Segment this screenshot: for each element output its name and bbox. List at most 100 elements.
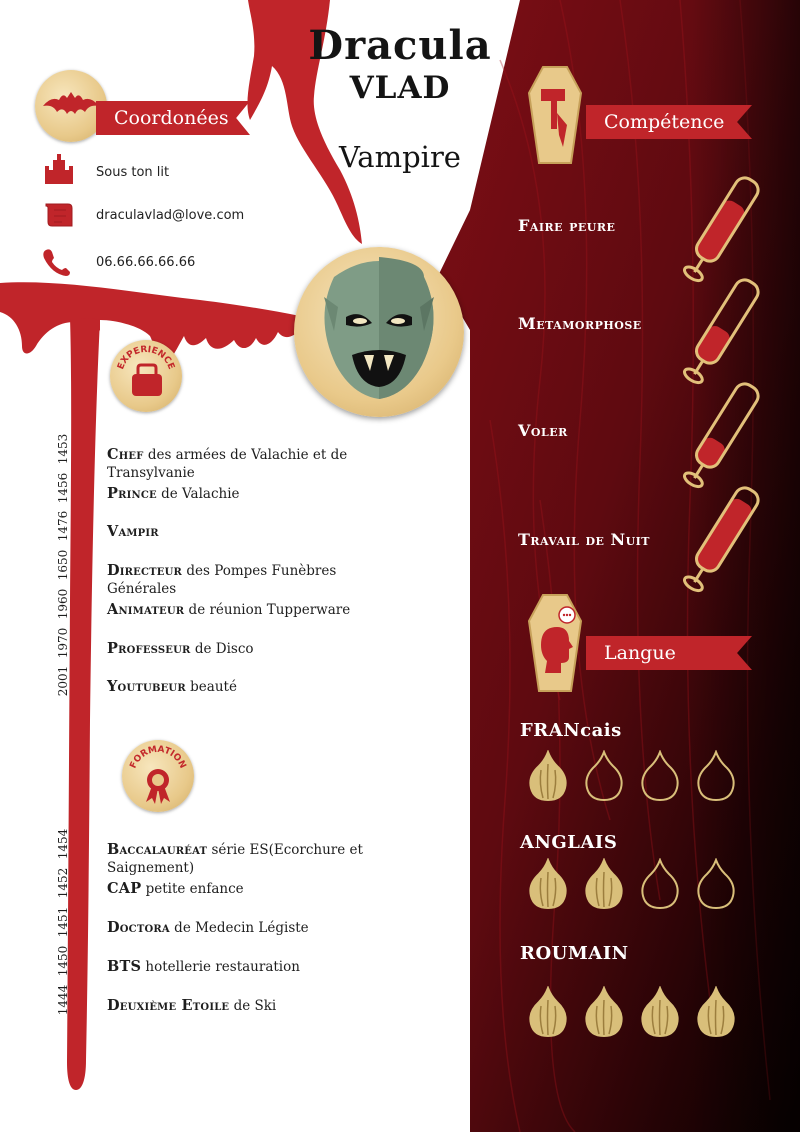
blood-band: [0, 282, 300, 364]
experience-item: Youtubeur beauté: [107, 678, 367, 696]
castle-icon: [42, 152, 76, 186]
blood-drip-vertical: [67, 318, 100, 1090]
garlic-filled-icon: [585, 858, 623, 910]
education-item-title: CAP: [107, 880, 142, 897]
education-item: BTS hotellerie restauration: [107, 958, 367, 976]
experience-item-title: Youtubeur: [107, 678, 186, 696]
experience-item: Chef des armées de Valachie et de Transy…: [107, 446, 367, 482]
experience-item-title: Prince: [107, 484, 157, 502]
experience-item-title: Directeur: [107, 562, 183, 580]
skill-label: Metamorphose: [518, 314, 642, 333]
experience-item-year: 2001: [56, 665, 70, 697]
skill-vial: [672, 478, 772, 593]
job-title: Vampire: [339, 140, 461, 174]
education-item: Doctora de Medecin Légiste: [107, 919, 367, 937]
experience-item-title: Professeur: [107, 639, 191, 657]
skill-vial: [672, 270, 772, 385]
vial-icon: [682, 176, 760, 283]
briefcase-icon: [132, 363, 162, 396]
language-label: FRANcais: [520, 720, 622, 741]
languages-coffin-icon: [527, 593, 583, 693]
contact-email[interactable]: draculavlad@love.com: [96, 208, 245, 223]
language-level: [527, 750, 737, 802]
education-item-title: Deuxième Etoile: [107, 997, 230, 1014]
bat-icon: [43, 92, 99, 114]
speaking-head-icon: [541, 606, 576, 673]
experience-item: Animateur de réunion Tupperware: [107, 601, 367, 619]
vial-icon: [682, 278, 760, 385]
vial-level: [695, 498, 752, 572]
experience-heading: EXPERIENCE: [116, 345, 176, 371]
experience-item: Vampir: [107, 523, 367, 541]
education-item-description: de Ski: [233, 998, 277, 1014]
garlic-empty-icon: [641, 750, 679, 802]
experience-item-description: des armées de Valachie et de Transylvani…: [107, 447, 348, 481]
contact-phone[interactable]: 06.66.66.66.66: [96, 255, 196, 270]
contact-heading: Coordonées: [114, 107, 229, 129]
rosette-icon: [146, 769, 170, 804]
garlic-empty-icon: [697, 750, 735, 802]
svg-text:FORMATION: FORMATION: [128, 745, 187, 770]
skills-coffin-icon: [527, 65, 583, 165]
education-item-title: Doctora: [107, 919, 170, 936]
language-level: [527, 858, 737, 910]
experience-item-title: Animateur: [107, 600, 185, 618]
garlic-empty-icon: [585, 750, 623, 802]
vial-level: [695, 325, 730, 364]
education-item: Baccalauréat série ES(Ecorchure et Saign…: [107, 841, 367, 877]
education-item: CAP petite enfance: [107, 880, 367, 898]
experience-item: Professeur de Disco: [107, 640, 367, 658]
contact-address: Sous ton lit: [96, 165, 170, 180]
language-label: ROUMAIN: [520, 943, 629, 964]
garlic-filled-icon: [529, 858, 567, 910]
experience-item-description: beauté: [190, 679, 237, 696]
languages-ribbon: Langue: [586, 636, 752, 670]
experience-item-title: Chef: [107, 446, 144, 463]
education-medallion: FORMATION: [122, 740, 194, 812]
language-level: [527, 986, 737, 1038]
skill-label: Faire peure: [518, 216, 616, 235]
experience-medallion: EXPERIENCE: [110, 340, 182, 412]
education-heading: FORMATION: [128, 745, 187, 770]
skills-ribbon: Compétence: [586, 105, 752, 139]
scroll-icon: [42, 198, 76, 232]
vial-level: [695, 437, 725, 468]
education-item-title: BTS: [107, 958, 142, 975]
education-item-description: série ES(Ecorchure et Saignement): [107, 842, 363, 876]
education-item-description: de Medecin Légiste: [174, 920, 309, 936]
portrait-medallion: [294, 247, 464, 417]
experience-item-description: de Disco: [194, 640, 254, 657]
education-item: Deuxième Etoile de Ski: [107, 997, 367, 1015]
education-item-description: hotellerie restauration: [145, 959, 300, 975]
experience-item: Prince de Valachie: [107, 485, 367, 503]
phone-icon: [40, 244, 74, 278]
hammer-icon: [541, 89, 567, 147]
contact-medallion: [35, 70, 107, 142]
experience-item: Directeur des Pompes Funèbres Générales: [107, 562, 367, 598]
vial-level: [695, 200, 745, 262]
contact-ribbon: Coordonées: [96, 101, 250, 135]
skill-vial: [672, 168, 772, 283]
language-label: ANGLAIS: [520, 832, 618, 853]
education-item-description: petite enfance: [145, 881, 244, 897]
vial-icon: [682, 486, 760, 593]
garlic-filled-icon: [585, 986, 623, 1038]
garlic-filled-icon: [529, 750, 567, 802]
experience-item-title: Vampir: [107, 523, 159, 541]
garlic-empty-icon: [697, 858, 735, 910]
blood-drip-top: [247, 0, 362, 244]
experience-item-description: de Valachie: [161, 485, 240, 502]
skill-vial: [672, 374, 772, 489]
svg-text:EXPERIENCE: EXPERIENCE: [116, 345, 176, 371]
garlic-filled-icon: [697, 986, 735, 1038]
garlic-filled-icon: [641, 986, 679, 1038]
education-item-title: Baccalauréat: [107, 841, 208, 858]
vial-icon: [682, 382, 760, 489]
skill-label: Voler: [518, 421, 568, 440]
skill-label: Travail de Nuit: [518, 530, 650, 549]
garlic-filled-icon: [529, 986, 567, 1038]
garlic-empty-icon: [641, 858, 679, 910]
first-name: Dracula: [308, 22, 492, 69]
education-item-year: 1444: [56, 984, 70, 1016]
vampire-face-icon: [324, 257, 434, 399]
